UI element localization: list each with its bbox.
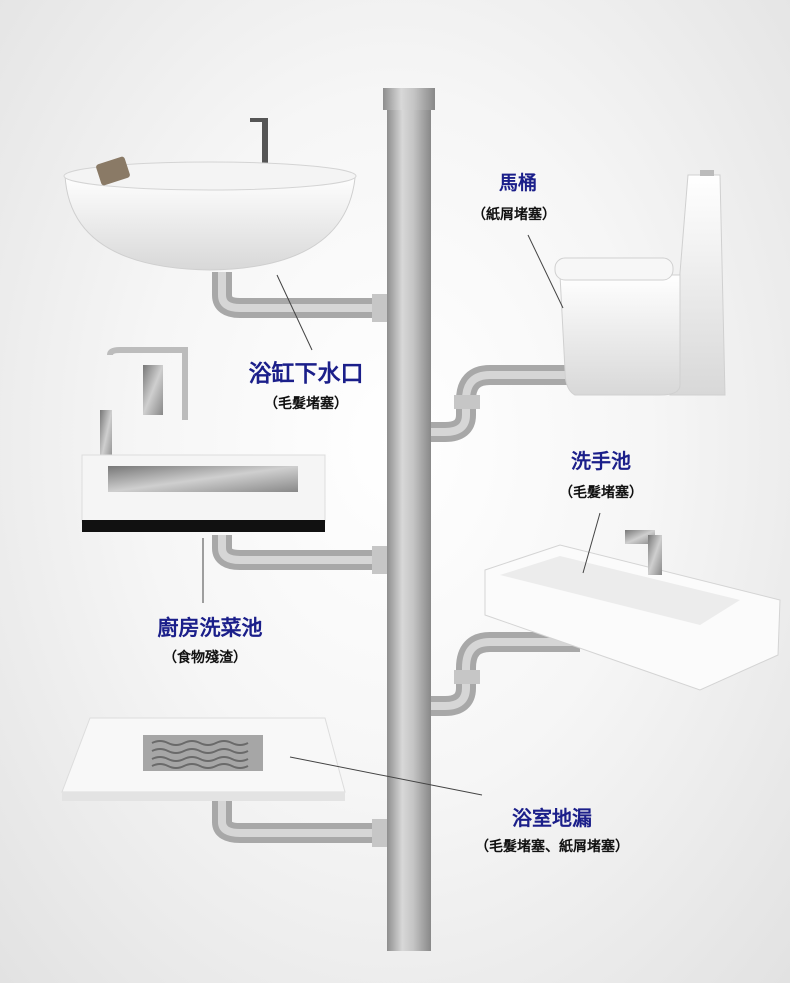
wash-basin-cause: （毛髮堵塞） [559,484,643,501]
wash-basin-illustration [484,530,781,691]
bathtub-cause: （毛髮堵塞） [264,395,348,412]
bathtub-illustration [63,118,357,271]
label-toilet: 馬桶 （紙屑堵塞） [472,171,556,223]
kitchen-sink-illustration [81,347,326,532]
label-wash-basin: 洗手池 （毛髮堵塞） [559,449,643,501]
floor-drain-label: 浴室地漏 [512,806,592,830]
toilet-illustration [554,170,726,396]
label-floor-drain: 浴室地漏 （毛髮堵塞、紙屑堵塞） [475,806,629,855]
toilet-cause: （紙屑堵塞） [472,206,556,223]
leader-lines [202,234,601,796]
branch-pipes [212,272,580,847]
toilet-label: 馬桶 [499,171,537,194]
label-bathtub: 浴缸下水口 （毛髮堵塞） [249,360,364,412]
label-kitchen-sink: 廚房洗菜池 （食物殘渣） [158,616,263,666]
kitchen-sink-cause: （食物殘渣） [163,649,247,666]
kitchen-sink-label: 廚房洗菜池 [158,616,263,640]
bathtub-label: 浴缸下水口 [249,360,364,387]
wash-basin-label: 洗手池 [571,449,631,473]
floor-drain-illustration [61,717,346,801]
main-stack-pipe [383,88,435,951]
floor-drain-cause: （毛髮堵塞、紙屑堵塞） [475,838,629,855]
